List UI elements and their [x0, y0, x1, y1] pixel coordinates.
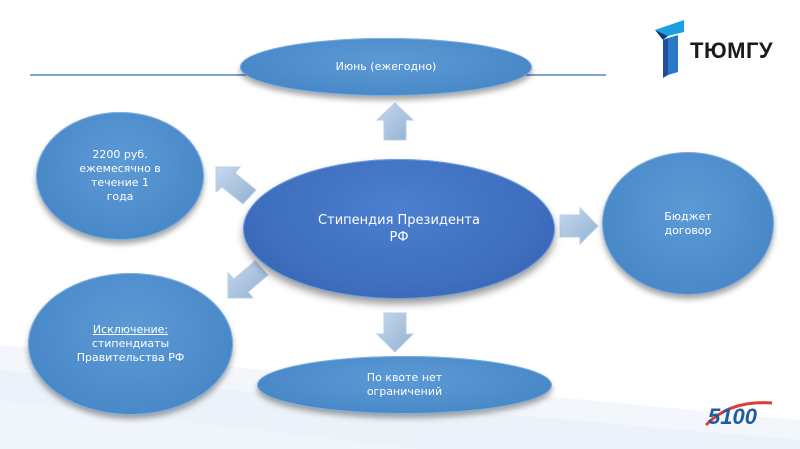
exception-body: стипендиаты Правительства РФ — [76, 337, 185, 364]
arrow-up — [375, 102, 415, 141]
arrow-right — [559, 206, 599, 246]
center-node-presidential-scholarship: Стипендия Президента РФ — [243, 159, 555, 299]
node-right-label: Бюджет договор — [664, 209, 712, 237]
exception-title: Исключение: — [92, 323, 169, 336]
arrow-down — [375, 312, 415, 353]
center-node-label: Стипендия Президента РФ — [318, 213, 480, 245]
node-top-label: Июнь (ежегодно) — [335, 60, 437, 73]
node-budget-contract: Бюджет договор — [602, 152, 774, 295]
node-bottom-label: По квоте нет ограничений — [366, 371, 443, 398]
node-quota: По квоте нет ограничений — [257, 356, 552, 414]
tyumgu-logo-mark — [655, 20, 684, 78]
5100-swoosh — [704, 401, 773, 427]
node-monthly-amount: 2200 руб. ежемесячно в течение 1 года — [36, 112, 204, 240]
tyumgu-logo-text: ТЮМГУ — [690, 38, 774, 63]
node-june-annually: Июнь (ежегодно) — [240, 38, 532, 96]
node-left-top-label: 2200 руб. ежемесячно в течение 1 года — [79, 148, 161, 203]
5100-logo: 5100 — [708, 404, 757, 429]
node-left-bottom-label: Исключение: стипендиаты Правительства РФ — [77, 323, 185, 365]
arrow-down-left — [227, 260, 269, 299]
arrow-up-left — [215, 166, 257, 205]
node-exception: Исключение: стипендиаты Правительства РФ — [28, 273, 233, 415]
